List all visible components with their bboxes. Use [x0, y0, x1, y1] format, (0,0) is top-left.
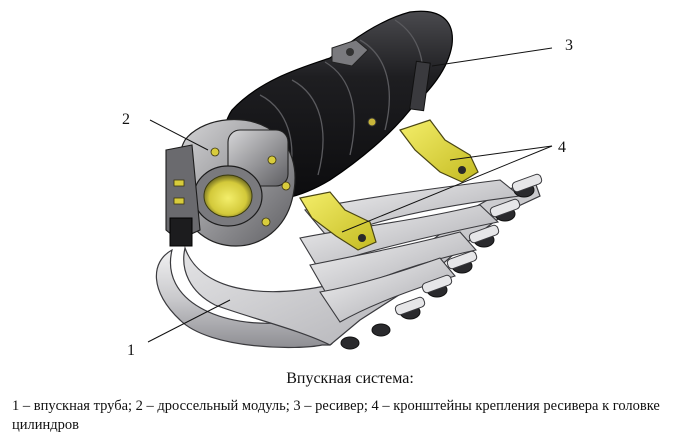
leader-line-1	[147, 299, 231, 343]
bracket-left	[299, 191, 377, 251]
leader-lines	[147, 47, 553, 343]
receiver-brackets	[299, 119, 479, 251]
leader-line-4a	[449, 145, 553, 161]
intake-system-illustration	[147, 10, 553, 350]
callout-1: 1	[127, 342, 135, 359]
leader-line-3	[431, 47, 553, 67]
figure-legend: 1 – впускная труба; 2 – дроссельный моду…	[12, 398, 660, 433]
callout-4: 4	[558, 139, 566, 156]
leader-line-2	[149, 119, 209, 151]
leader-line-4b	[341, 145, 553, 233]
throttle-module	[165, 118, 296, 247]
throttle-bore	[203, 174, 253, 218]
callout-3: 3	[565, 37, 573, 54]
figure-caption-title: Впускная система:	[286, 370, 414, 387]
bracket-right	[399, 119, 479, 183]
callout-2: 2	[122, 111, 130, 128]
intake-pipe	[155, 173, 543, 350]
